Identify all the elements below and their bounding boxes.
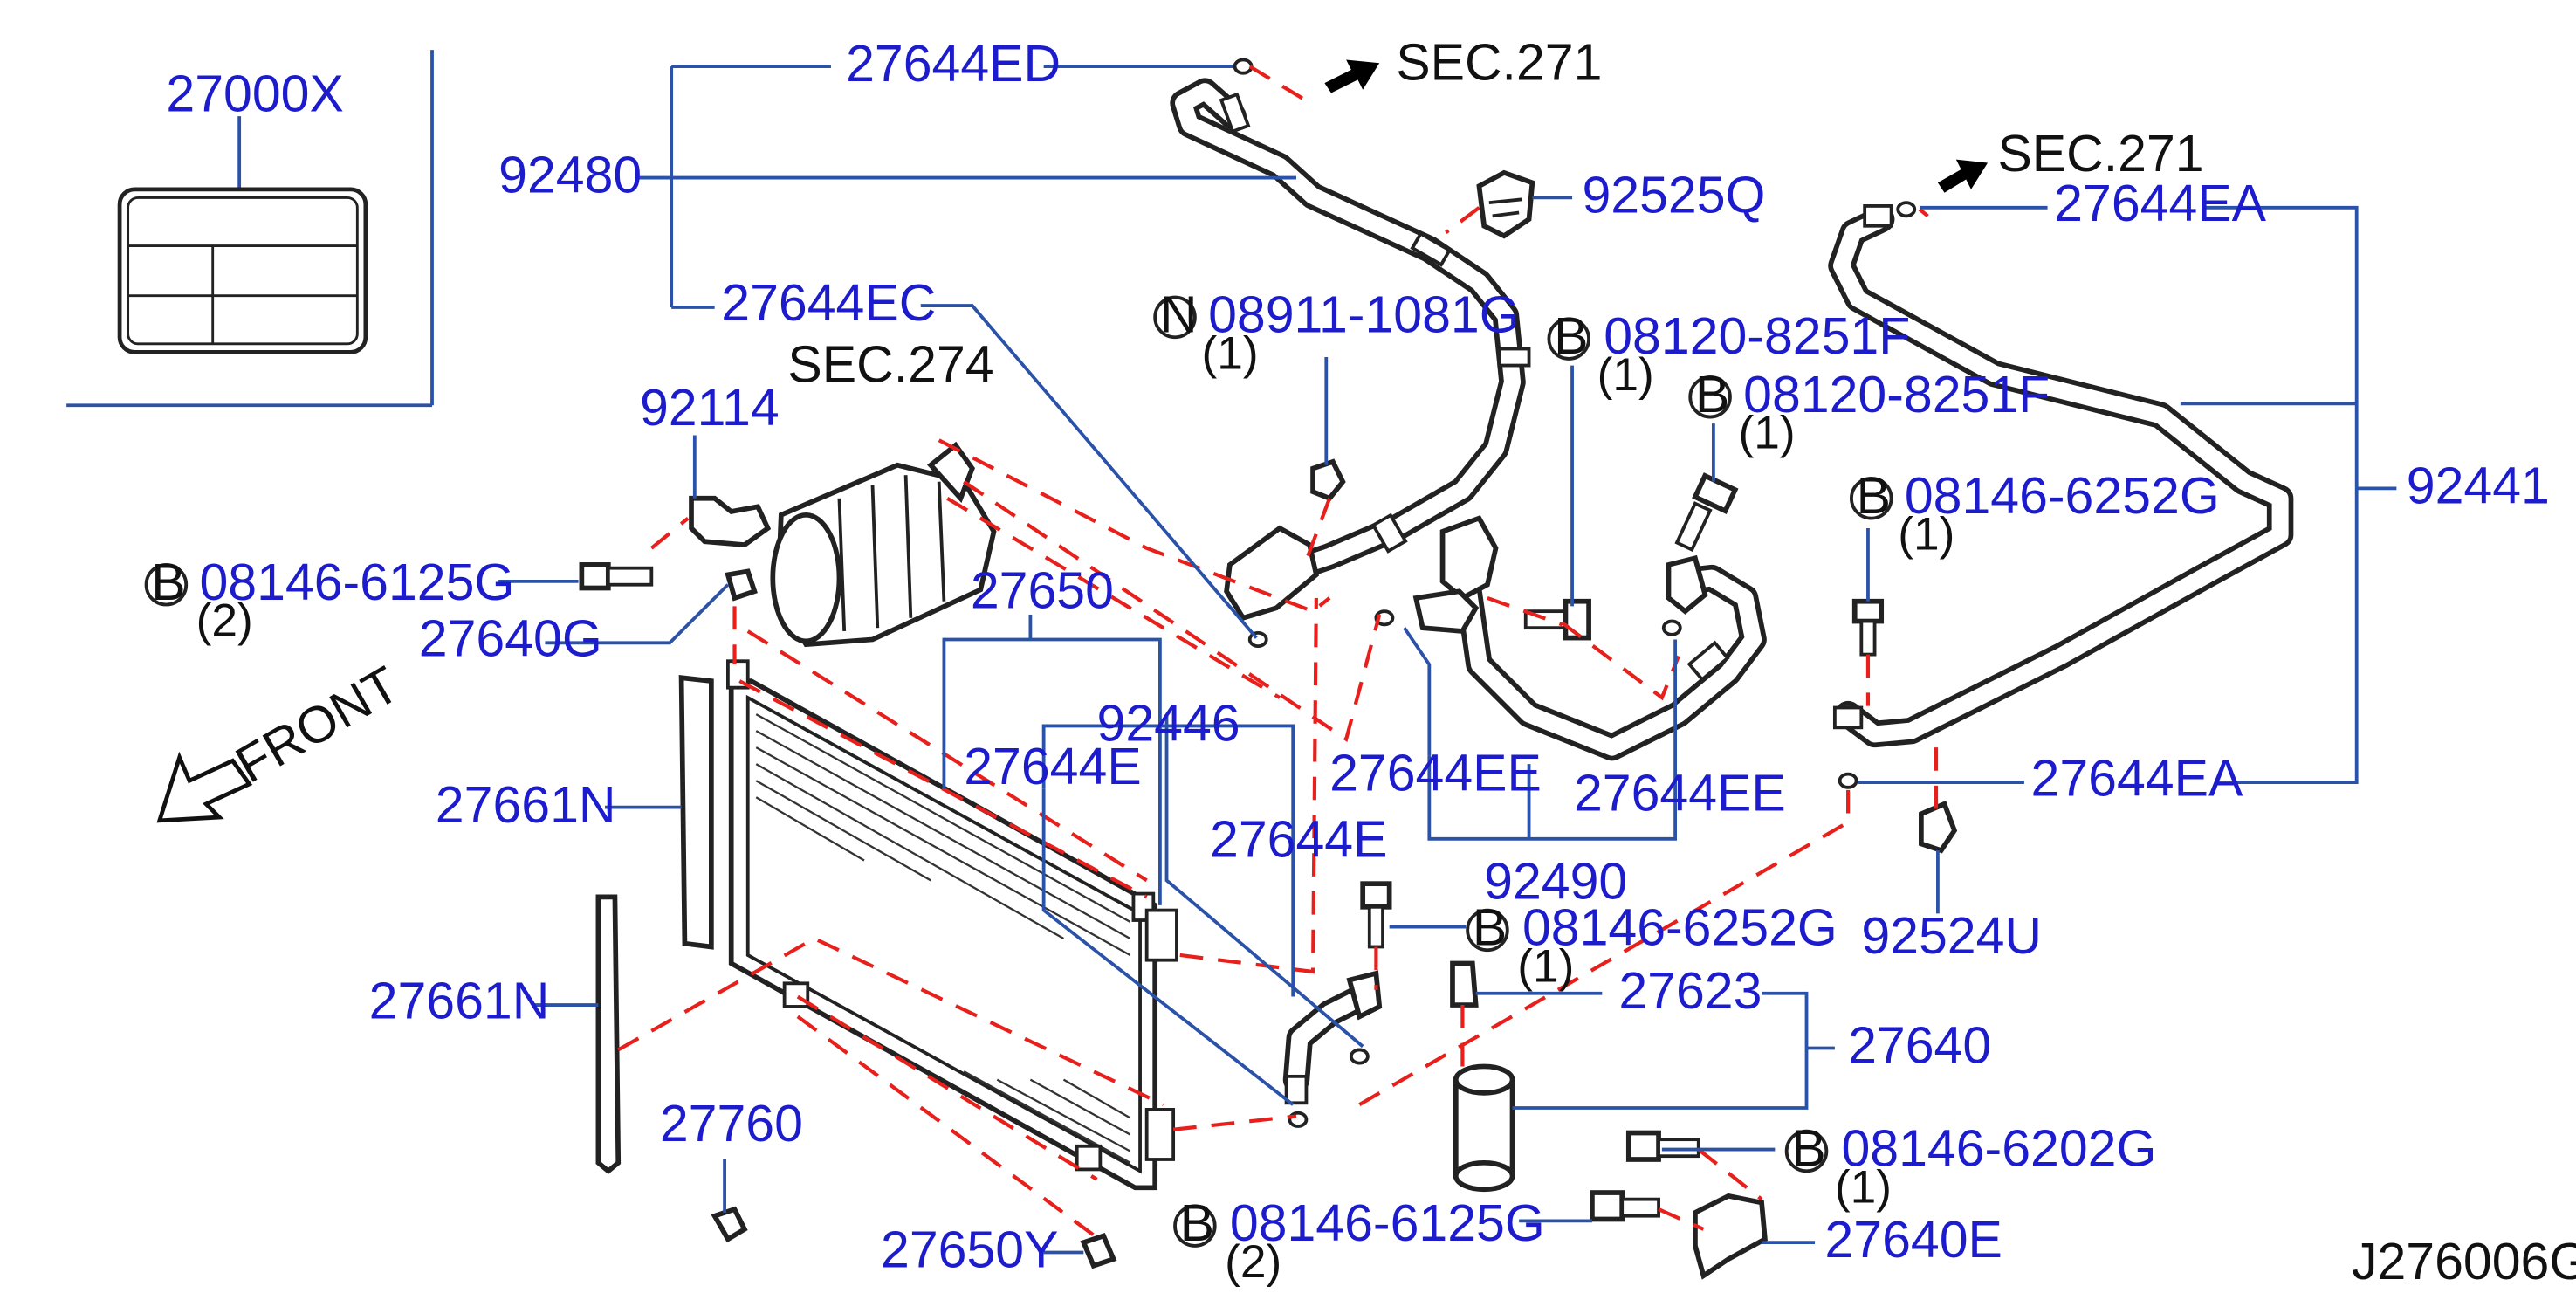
- label-sec271-a: SEC.271: [1396, 33, 1602, 91]
- o-ring-27644EE-b: [1661, 619, 1682, 636]
- pipe-92446: [1282, 970, 1383, 1105]
- label-sec274: SEC.274: [787, 336, 993, 394]
- label-27644E-b: 27644E: [1210, 811, 1387, 869]
- svg-text:08146-6252G: 08146-6252G: [1522, 899, 1838, 957]
- svg-text:(1): (1): [1597, 349, 1654, 401]
- seal-27661N-a: [678, 675, 714, 950]
- label-27640E: 27640E: [1824, 1211, 2002, 1269]
- svg-text:08120-8251F: 08120-8251F: [1743, 366, 2050, 423]
- receiver-27640: [1453, 1063, 1515, 1193]
- svg-text:(1): (1): [1835, 1161, 1892, 1213]
- o-ring-27644EA-top: [1896, 201, 1917, 218]
- o-ring-27644ED: [1233, 58, 1254, 75]
- label-92480: 92480: [498, 147, 642, 204]
- label-92441: 92441: [2407, 457, 2550, 514]
- arrow-sec271-b-icon: [1937, 159, 1989, 193]
- callout-b-08146-6125G-b: B 08146-6125G (2): [1173, 1194, 1545, 1288]
- label-27650: 27650: [971, 561, 1114, 619]
- pipe-92441: [1828, 204, 2294, 854]
- label-27644EC: 27644EC: [721, 274, 936, 332]
- svg-text:(2): (2): [196, 595, 253, 647]
- svg-text:(1): (1): [1738, 408, 1795, 459]
- callout-b-08146-6125G-a: B 08146-6125G (2): [144, 554, 514, 647]
- pipe-92480: [1170, 78, 1535, 622]
- label-92524U: 92524U: [1861, 907, 2042, 965]
- callout-b-08146-6252G-a: B 08146-6252G (1): [1850, 467, 2220, 561]
- callout-n-08911: N 08911-1081G (1): [1153, 286, 1520, 379]
- bracket-27640E: [1693, 1193, 1768, 1280]
- bolt-lower: [1590, 1190, 1660, 1222]
- label-27661N-b: 27661N: [369, 972, 550, 1029]
- label-27760: 27760: [660, 1095, 803, 1152]
- svg-text:(1): (1): [1201, 327, 1258, 379]
- callout-b-08146-6202G: B 08146-6202G (1): [1784, 1120, 2156, 1213]
- label-92525Q: 92525Q: [1582, 167, 1765, 224]
- insulator-27640G: [725, 568, 758, 602]
- o-ring-27644E-b: [1349, 1048, 1370, 1065]
- label-27650Y: 27650Y: [881, 1221, 1058, 1279]
- legend-box-group: 27000X: [66, 50, 434, 408]
- label-92114: 92114: [640, 379, 780, 437]
- label-sec271-b: SEC.271: [1997, 125, 2203, 182]
- bracket-92114: [689, 495, 772, 547]
- svg-text:B: B: [1180, 1194, 1214, 1252]
- compressor-sec274: [770, 441, 997, 648]
- svg-text:(2): (2): [1225, 1236, 1281, 1288]
- label-27623: 27623: [1618, 962, 1762, 1020]
- svg-text:N: N: [1160, 286, 1198, 344]
- svg-text:B: B: [1473, 899, 1507, 957]
- svg-text:B: B: [1791, 1120, 1825, 1178]
- bolt-08146-6202G: [1625, 1130, 1700, 1162]
- label-27661N-a: 27661N: [436, 776, 616, 834]
- bolt-08146-6252G-mid: [1360, 881, 1392, 949]
- label-27640: 27640: [1848, 1017, 1991, 1075]
- svg-text:B: B: [1554, 307, 1588, 365]
- callout-b-08120-b: B 08120-8251F (1): [1688, 366, 2050, 459]
- bolt-08146-6125G-left: [579, 562, 654, 591]
- svg-text:08911-1081G: 08911-1081G: [1208, 286, 1520, 344]
- svg-text:(1): (1): [1898, 509, 1954, 561]
- svg-text:08120-8251F: 08120-8251F: [1604, 307, 1910, 365]
- condenser-27650: [725, 659, 1178, 1191]
- seal-27661N-b: [595, 894, 622, 1175]
- label-front: FRONT: [226, 656, 409, 794]
- label-27644EA-bottom: 27644EA: [2031, 749, 2243, 807]
- diagram-id: J276006G: [2352, 1233, 2576, 1290]
- switch-27623: [1450, 960, 1479, 1008]
- svg-text:B: B: [151, 554, 185, 611]
- clip-27760: [711, 1206, 748, 1243]
- svg-text:08146-6202G: 08146-6202G: [1841, 1120, 2156, 1178]
- label-27000X: 27000X: [166, 65, 343, 122]
- o-ring-27644EA-bottom: [1838, 772, 1858, 789]
- label-92490: 92490: [1484, 852, 1627, 910]
- label-plate: [117, 187, 368, 354]
- label-27640G: 27640G: [419, 610, 602, 668]
- svg-text:08146-6252G: 08146-6252G: [1905, 467, 2220, 525]
- svg-text:B: B: [1857, 467, 1891, 525]
- pipe-92490: [1310, 458, 1767, 761]
- label-92446: 92446: [1097, 695, 1240, 753]
- o-ring-27644EE-a: [1374, 609, 1395, 627]
- callout-b-08120-a: B 08120-8251F (1): [1547, 307, 1910, 401]
- leader-lines: [498, 65, 2397, 1255]
- arrow-sec271-a-icon: [1324, 59, 1380, 93]
- callout-b-08146-6252G-b: B 08146-6252G (1): [1466, 899, 1838, 992]
- svg-text:08146-6125G: 08146-6125G: [199, 554, 514, 611]
- svg-text:08146-6125G: 08146-6125G: [1230, 1194, 1545, 1252]
- label-27644EA-top: 27644EA: [2054, 175, 2266, 232]
- label-27644EE-b: 27644EE: [1574, 764, 1786, 822]
- label-27644ED: 27644ED: [846, 35, 1061, 93]
- svg-text:(1): (1): [1517, 940, 1574, 992]
- svg-text:B: B: [1695, 366, 1729, 423]
- label-27644E-a: 27644E: [964, 738, 1141, 795]
- mount-27650Y: [1080, 1232, 1117, 1269]
- front-arrow-icon: [156, 751, 253, 823]
- label-27644EE-a: 27644EE: [1329, 745, 1542, 802]
